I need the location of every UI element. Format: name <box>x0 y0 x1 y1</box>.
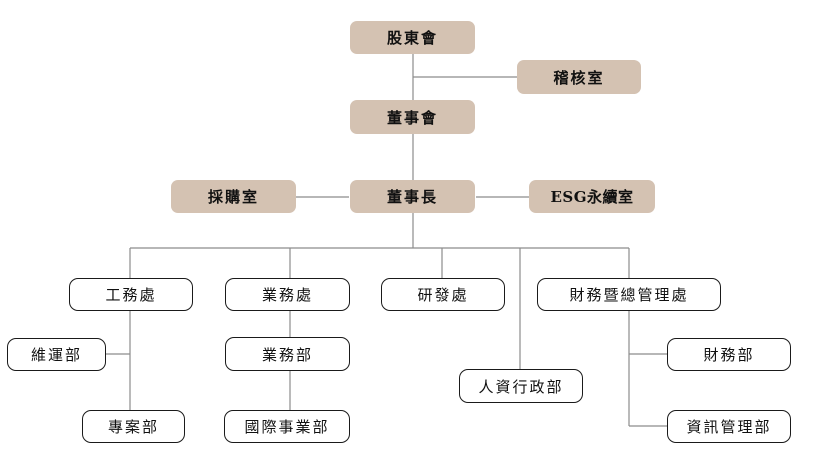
node-operations: 維運部 <box>7 338 106 371</box>
node-engineering: 工務處 <box>69 278 193 311</box>
node-hr-admin: 人資行政部 <box>459 369 583 403</box>
node-projects: 專案部 <box>82 410 185 443</box>
node-audit: 稽核室 <box>517 60 641 94</box>
node-board: 董事會 <box>350 100 475 134</box>
node-shareholders: 股東會 <box>350 21 475 54</box>
node-finance-division: 財務暨總管理處 <box>537 278 721 311</box>
node-it-dept: 資訊管理部 <box>667 410 791 443</box>
node-rnd: 研發處 <box>381 278 505 311</box>
node-chairman: 董事長 <box>350 180 475 213</box>
node-business-dept: 業務部 <box>225 337 350 371</box>
node-finance-dept: 財務部 <box>667 338 791 371</box>
node-esg: ESG永續室 <box>529 180 655 213</box>
node-international: 國際事業部 <box>224 410 350 443</box>
node-procurement: 採購室 <box>171 180 296 213</box>
node-business-division: 業務處 <box>225 278 350 311</box>
